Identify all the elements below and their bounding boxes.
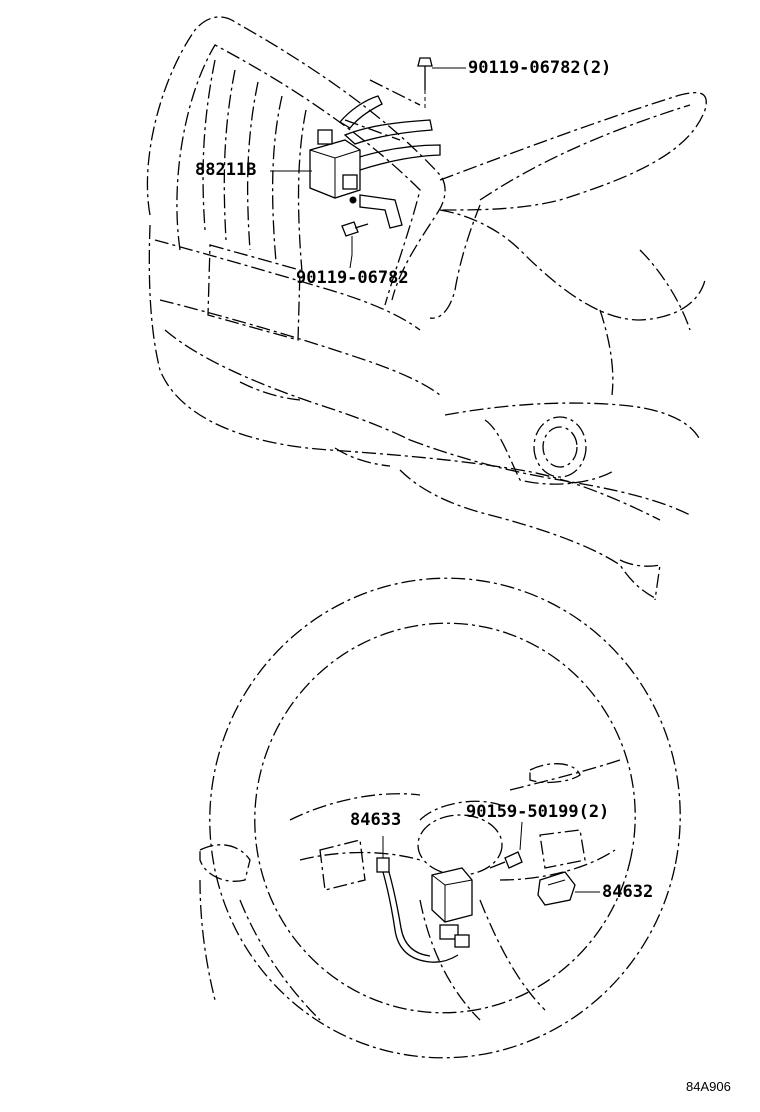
steering-wheel-outline: [199, 577, 681, 1059]
leader-lines-bottom: [382, 821, 600, 893]
steering-switch-assembly: [376, 851, 576, 963]
part-number-bolt-top: 90119-06782(2): [468, 58, 612, 78]
leader-lines-top: [270, 67, 466, 269]
part-number-switch-left: 84633: [350, 810, 402, 830]
vehicle-front-outline: [146, 16, 707, 601]
part-number-bolt-lower: 90119-06782: [296, 268, 409, 288]
part-number-switch-right: 84632: [602, 882, 654, 902]
distance-sensor-assembly: [309, 57, 441, 237]
figure-code: 84A906: [686, 1079, 731, 1094]
part-number-sensor: 88211B: [195, 160, 257, 180]
part-number-screw: 90159-50199(2): [466, 802, 610, 822]
